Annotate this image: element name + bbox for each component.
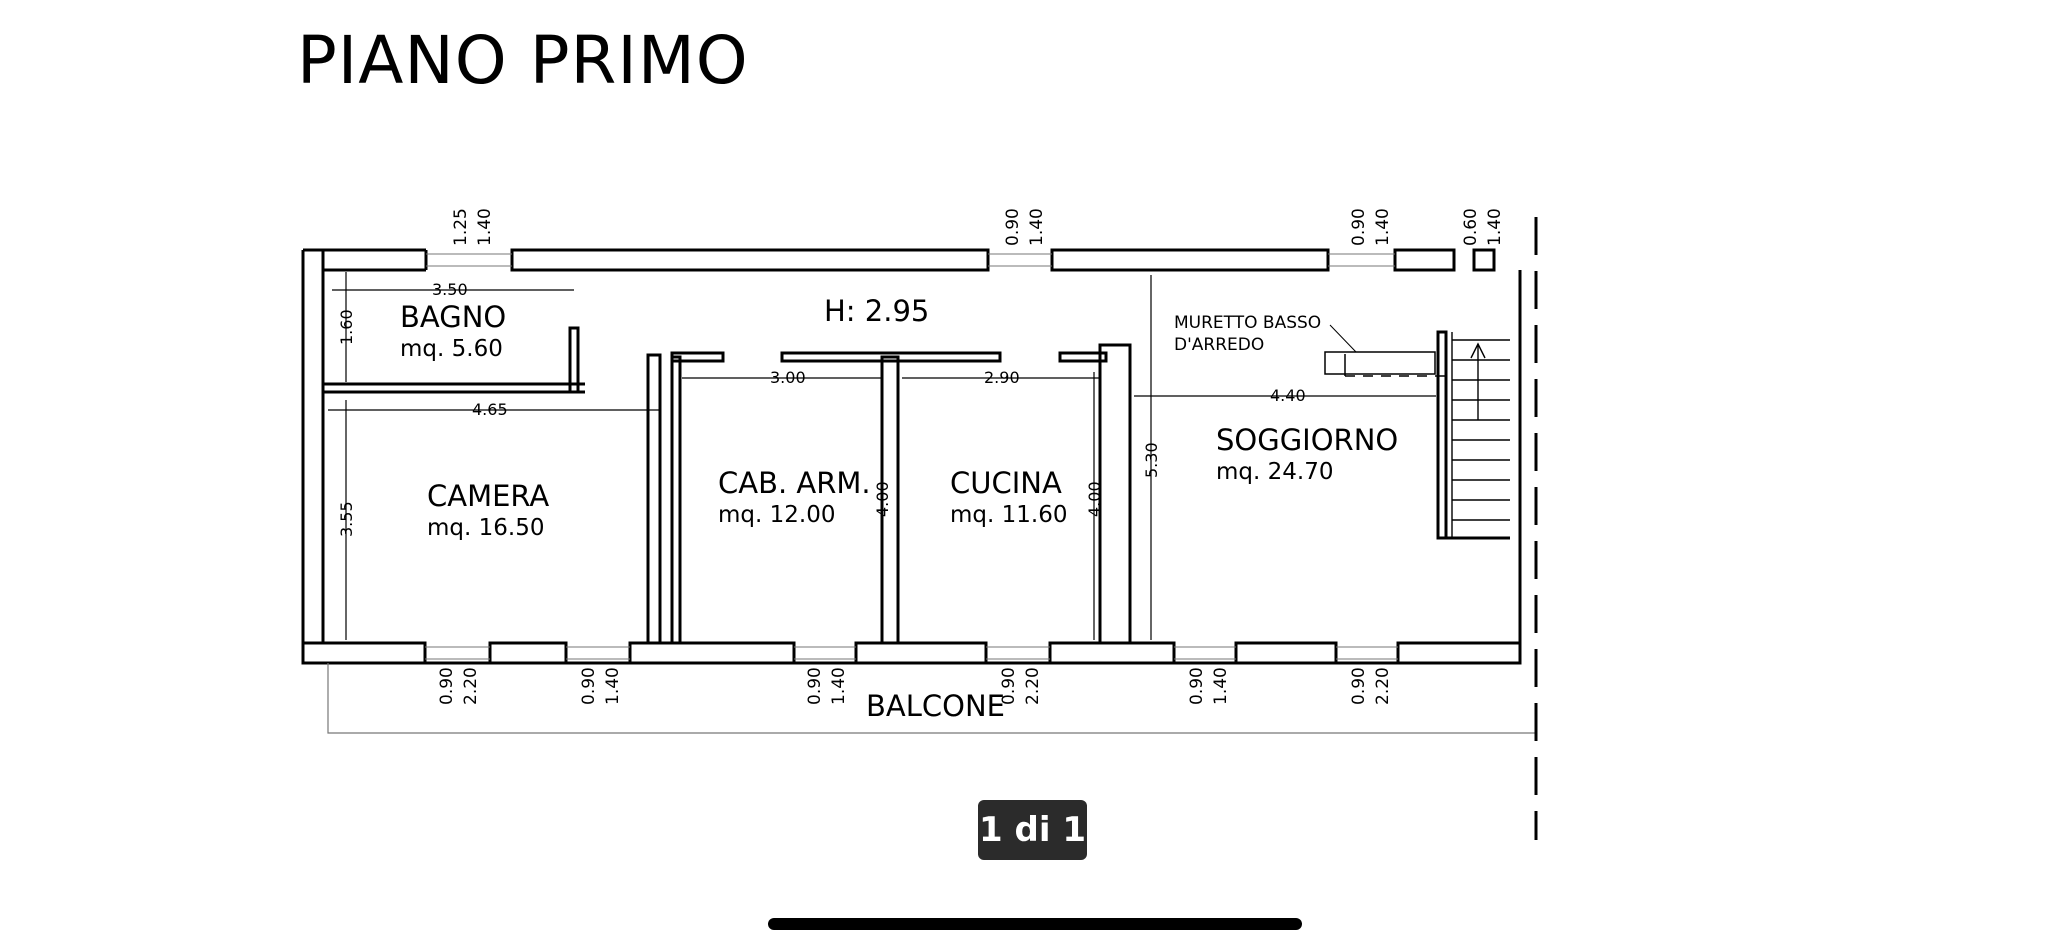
dim-soggiorno-h: 5.30 [1142, 442, 1161, 478]
opening-bottom-2-h: 1.40 [603, 667, 623, 705]
cabarm-left-wall [670, 355, 682, 645]
camera-right-wall [646, 353, 662, 645]
room-area-cab-arm: mq. 12.00 [718, 502, 835, 528]
opening-bottom-6-w: 0.90 [1349, 667, 1369, 705]
opening-bottom-3-w: 0.90 [805, 667, 825, 705]
opening-top-1-h: 1.40 [475, 208, 495, 246]
opening-top-4-h: 1.40 [1485, 208, 1505, 246]
cabarm-top-wall-right [780, 351, 1002, 363]
page-counter: 1 di 1 [978, 800, 1087, 860]
staircase [1451, 332, 1510, 538]
room-area-bagno: mq. 5.60 [400, 336, 503, 362]
ceiling-height: H: 2.95 [824, 294, 929, 328]
dim-camera-h: 3.55 [337, 501, 356, 537]
opening-top-2-h: 1.40 [1027, 208, 1047, 246]
room-name-cucina: CUCINA [950, 466, 1062, 500]
bottom-wall-1 [301, 641, 427, 665]
room-area-soggiorno: mq. 24.70 [1216, 459, 1333, 485]
opening-bottom-6-h: 2.20 [1373, 667, 1393, 705]
soggiorno-left-wall [1098, 343, 1132, 645]
dim-cucina-h: 4.00 [1085, 481, 1104, 517]
top-wall-3 [1050, 248, 1330, 272]
top-wall-4 [1393, 248, 1456, 272]
room-name-cab-arm: CAB. ARM. [718, 466, 871, 500]
dimension-lines [328, 272, 1436, 640]
opening-top-3-h: 1.40 [1373, 208, 1393, 246]
bottom-wall-7 [1396, 641, 1522, 665]
note-line-1: MURETTO BASSO [1174, 313, 1321, 333]
balcony-outline [327, 663, 1536, 734]
room-name-camera: CAMERA [427, 479, 549, 513]
home-indicator[interactable] [768, 918, 1302, 930]
opening-top-1-w: 1.25 [451, 208, 471, 246]
opening-bottom-3-h: 1.40 [829, 667, 849, 705]
dim-bagno-w: 3.50 [432, 280, 468, 299]
note-line-2: D'ARREDO [1174, 335, 1264, 355]
low-wall [1324, 324, 1445, 377]
bottom-wall-6 [1234, 641, 1338, 665]
top-opening-labels: 1.25 1.40 0.90 1.40 0.90 1.40 0.60 1.40 [451, 208, 1505, 246]
dim-camera-w: 4.65 [472, 400, 508, 419]
opening-top-2-w: 0.90 [1003, 208, 1023, 246]
room-area-cucina: mq. 11.60 [950, 502, 1067, 528]
opening-bottom-2-w: 0.90 [579, 667, 599, 705]
opening-bottom-5-h: 1.40 [1211, 667, 1231, 705]
room-name-bagno: BAGNO [400, 300, 506, 334]
bottom-wall-4 [854, 641, 988, 665]
bottom-wall-3 [628, 641, 796, 665]
bottom-wall-5 [1048, 641, 1176, 665]
opening-bottom-4-h: 2.20 [1023, 667, 1043, 705]
opening-top-4-w: 0.60 [1461, 208, 1481, 246]
dim-bagno-h: 1.60 [337, 309, 356, 345]
dim-cab-arm-h: 4.00 [873, 481, 892, 517]
top-wall-2 [510, 248, 990, 272]
opening-bottom-5-w: 0.90 [1187, 667, 1207, 705]
dim-soggiorno-w: 4.40 [1270, 386, 1306, 405]
walls [301, 248, 1522, 665]
dim-cucina-w: 2.90 [984, 368, 1020, 387]
room-area-camera: mq. 16.50 [427, 515, 544, 541]
bottom-wall-2 [488, 641, 568, 665]
page-title: PIANO PRIMO [297, 22, 749, 99]
opening-top-3-w: 0.90 [1349, 208, 1369, 246]
opening-bottom-4-w: 0.90 [999, 667, 1019, 705]
top-wall-5 [1472, 248, 1496, 272]
cabarm-top-wall-left [670, 351, 725, 363]
stair-wall [1436, 330, 1448, 540]
opening-bottom-1-h: 2.20 [461, 667, 481, 705]
dim-cab-arm-w: 3.00 [770, 368, 806, 387]
bagno-right-wall [568, 326, 580, 394]
opening-bottom-1-w: 0.90 [437, 667, 457, 705]
bottom-opening-labels: 0.90 2.20 0.90 1.40 0.90 1.40 0.90 2.20 … [437, 667, 1393, 705]
window-lines [425, 253, 1398, 660]
balcony-label: BALCONE [866, 689, 1005, 723]
room-name-soggiorno: SOGGIORNO [1216, 423, 1398, 457]
cucina-top-wall [1058, 351, 1108, 363]
